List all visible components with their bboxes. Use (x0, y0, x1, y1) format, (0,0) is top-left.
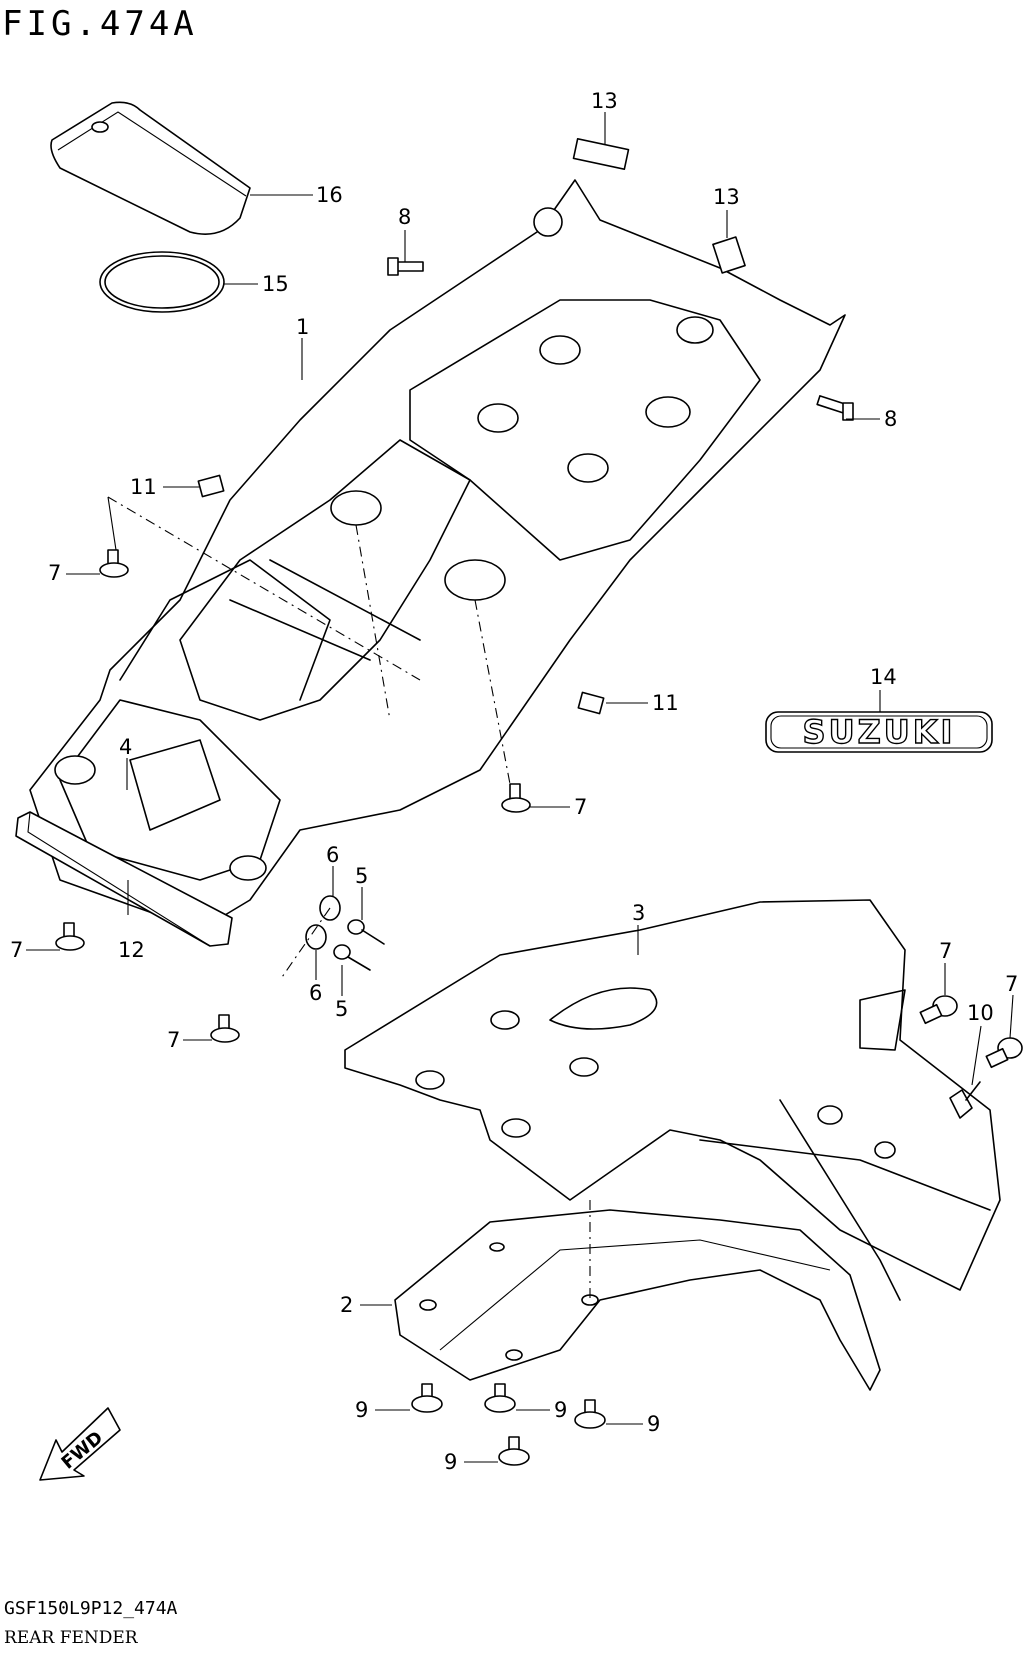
part-12-cushion (15, 811, 233, 947)
part-11-nut-a (197, 474, 225, 498)
part-7-bolt-b (501, 783, 531, 813)
callout-3: 3 (632, 901, 645, 925)
callout-13-top: 13 (591, 89, 618, 113)
callout-13-right: 13 (713, 185, 740, 209)
callout-numbers: 16 15 1 8 13 13 8 11 7 11 14 7 4 6 5 6 5… (10, 89, 1018, 1474)
part-9-bolt-a (411, 1383, 443, 1413)
part-1-rear-fender (29, 179, 846, 931)
callout-7-right-b: 7 (1005, 972, 1018, 996)
figure-title: FIG.474A (2, 4, 198, 44)
callout-10: 10 (967, 1001, 994, 1025)
part-3-under-cover (344, 899, 1001, 1301)
callout-16: 16 (316, 183, 343, 207)
part-10-clip (949, 1081, 981, 1119)
part-5-rivet-b (333, 944, 371, 971)
callout-9-left: 9 (355, 1398, 368, 1422)
callout-12: 12 (118, 938, 145, 962)
callout-7-bottom-left: 7 (10, 938, 23, 962)
part-2-bracket (394, 1209, 881, 1391)
callout-2: 2 (340, 1293, 353, 1317)
callout-6-bottom: 6 (309, 981, 322, 1005)
callout-8-right: 8 (884, 407, 897, 431)
part-7-bolt-d (210, 1014, 240, 1043)
callout-5-top: 5 (355, 864, 368, 888)
figure-code: GSF150L9P12_474A (4, 1598, 178, 1619)
part-9-bolt-b (484, 1383, 516, 1413)
part-16-tool-bag (50, 101, 251, 235)
part-8-screw-a (387, 257, 424, 276)
forward-arrow-icon: FWD (39, 1407, 121, 1481)
part-9-bolt-d (498, 1436, 530, 1466)
callout-4: 4 (119, 735, 132, 759)
callout-11-right: 11 (652, 691, 679, 715)
callout-14: 14 (870, 665, 897, 689)
callout-11-left: 11 (130, 475, 157, 499)
emblem-text: SUZUKI (803, 713, 956, 751)
figure-name: REAR FENDER (4, 1628, 138, 1648)
part-6-washer-b (305, 924, 327, 950)
part-13-cushion-a (572, 138, 630, 170)
callout-8-top: 8 (398, 205, 411, 229)
callout-9-bottom: 9 (444, 1450, 457, 1474)
leader-lines (26, 112, 1014, 1463)
part-8-screw-b (816, 395, 854, 421)
callout-1: 1 (296, 315, 309, 339)
part-7-bolt-c (55, 922, 85, 951)
part-7-bolt-a (99, 549, 129, 578)
callout-7-center: 7 (574, 795, 587, 819)
part-9-bolt-c (574, 1399, 606, 1429)
part-7-bolt-f (985, 1037, 1023, 1069)
part-13-cushion-b (712, 236, 746, 274)
part-11-nut-b (577, 691, 605, 715)
part-5-rivet-a (347, 919, 385, 945)
part-14-emblem: SUZUKI (765, 711, 993, 753)
callout-7-right-a: 7 (939, 939, 952, 963)
callout-7-lower: 7 (167, 1028, 180, 1052)
callout-7-left: 7 (48, 561, 61, 585)
callout-5-bottom: 5 (335, 997, 348, 1021)
part-7-bolt-e (919, 995, 958, 1025)
callout-15: 15 (262, 272, 289, 296)
part-15-rubber-band (99, 251, 225, 313)
callout-9-right: 9 (647, 1412, 660, 1436)
callout-6-top: 6 (326, 843, 339, 867)
alignment-lines (107, 496, 591, 1300)
callout-9-mid: 9 (554, 1398, 567, 1422)
